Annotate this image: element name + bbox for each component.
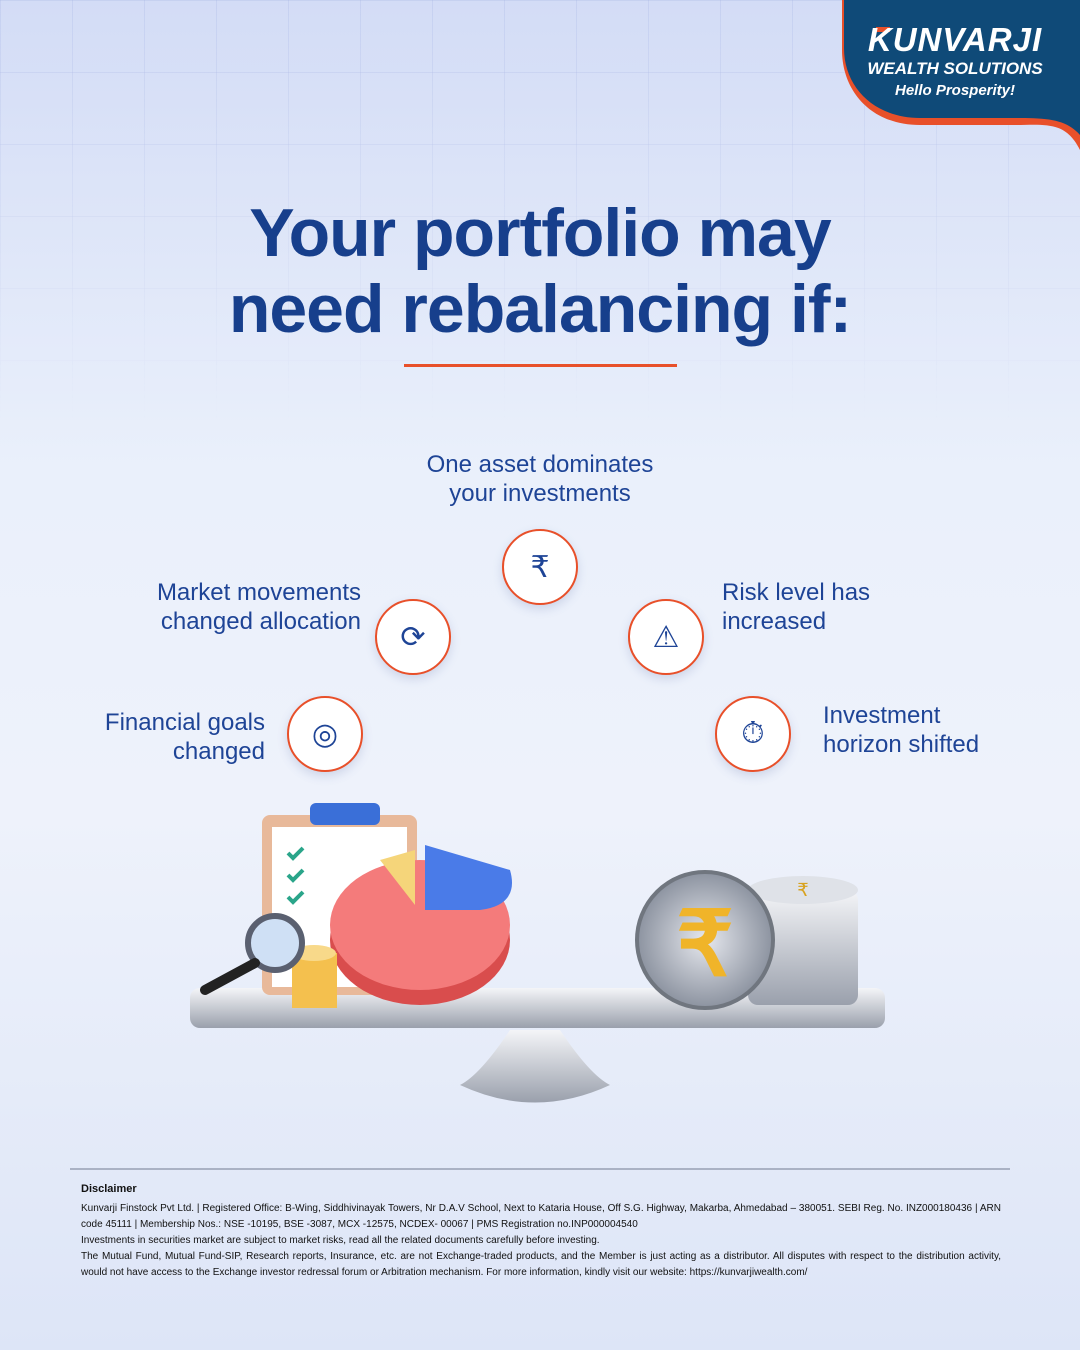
market-movement-icon: ⟳ <box>375 599 451 675</box>
rupee-coin <box>635 870 775 1010</box>
risk-warning-icon: ⚠ <box>628 599 704 675</box>
time-horizon-icon: ⏱ <box>715 696 791 772</box>
disclaimer-text: Investments in securities market are sub… <box>81 1235 600 1246</box>
logo-shape <box>842 0 1080 150</box>
disclaimer-heading: Disclaimer <box>81 1183 137 1195</box>
coin-stack: ₹ <box>748 876 858 1005</box>
magnifier <box>245 913 305 973</box>
brand-subtitle: WEALTH SOLUTIONS <box>867 59 1043 78</box>
brand-name: KUNVARJI <box>867 21 1043 58</box>
brand-tagline: Hello Prosperity! <box>894 82 1016 99</box>
disclaimer-text: Kunvarji Finstock Pvt Ltd. | Registered … <box>81 1203 1001 1230</box>
page-title: Your portfolio may need rebalancing if: <box>0 195 1080 347</box>
svg-text:₹: ₹ <box>797 880 808 900</box>
goal-target-icon: ◎ <box>287 696 363 772</box>
scale-stand <box>460 1030 610 1103</box>
disclaimer-text: The Mutual Fund, Mutual Fund-SIP, Resear… <box>81 1251 1001 1278</box>
title-underline <box>404 364 677 367</box>
balance-scale-illustration: ₹ ₹ <box>190 803 885 1103</box>
asset-dominance-icon: ₹ <box>502 529 578 605</box>
svg-text:₹: ₹ <box>676 895 733 995</box>
disclaimer: Disclaimer Kunvarji Finstock Pvt Ltd. | … <box>81 1181 1001 1281</box>
divider <box>70 1168 1010 1170</box>
title-line-1: Your portfolio may <box>249 195 831 271</box>
title-line-2: need rebalancing if: <box>228 271 852 347</box>
